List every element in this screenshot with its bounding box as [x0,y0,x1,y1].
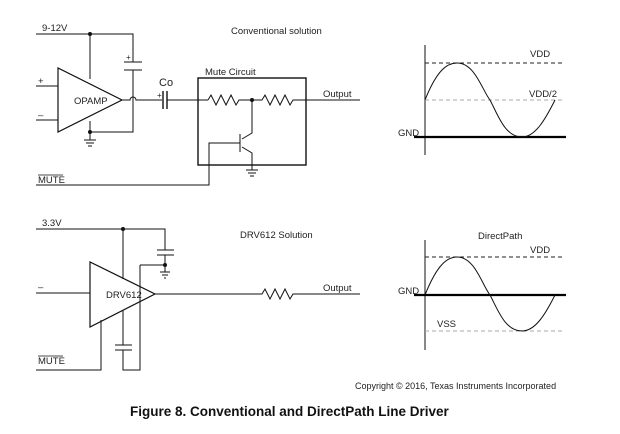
junction-dot [163,263,167,267]
charge-pump-capacitor [157,249,174,256]
drv612-label: DRV612 [106,290,142,301]
flying-capacitor [115,265,141,371]
directpath-title: DRV612 Solution [240,230,313,241]
minus-input-label: – [38,282,44,293]
supply-rail [36,228,166,272]
mute-circuit-label: Mute Circuit [205,67,256,78]
conventional-circuit: 9-12V Conventional solution + OPAMP + – … [36,23,360,186]
vdd-label: VDD [530,245,550,256]
gnd-label: GND [398,128,419,139]
plus-input-label: + [38,76,44,87]
opamp-inputs [36,85,58,121]
directpath-circuit: 3.3V DRV612 Solution DRV612 – Output MUT… [36,218,360,371]
bypass-capacitor [124,61,142,71]
vdd-half-label: VDD/2 [529,89,557,100]
opamp-output-wire [122,96,162,101]
sine-wave [424,256,556,332]
sine-wave [424,62,556,138]
cap-plus-label: + [126,53,131,62]
gnd-label: GND [398,286,419,297]
output-label: Output [323,283,352,294]
vdd-label: VDD [530,49,550,60]
supply-rail [36,33,134,133]
opamp-label: OPAMP [74,96,108,107]
mute-wire [36,142,240,186]
junction-dot [88,130,92,134]
figure-caption: Figure 8. Conventional and DirectPath Li… [130,404,449,419]
waveform-directpath: DirectPath VDD GND VSS [398,231,566,350]
conventional-title: Conventional solution [231,26,322,37]
mute-label: MUTE [38,175,65,186]
directpath-wave-title: DirectPath [478,231,522,242]
output-wire-resistor [155,287,360,301]
copyright: Copyright © 2016, Texas Instruments Inco… [355,381,557,391]
waveform-conventional: VDD VDD/2 GND [398,45,566,155]
supply-label: 9-12V [42,23,68,34]
vss-label: VSS [437,319,456,330]
mute-wire [36,320,102,371]
mute-label: MUTE [38,356,65,367]
opamp-symbol [57,67,124,133]
minus-input-label: – [38,110,44,121]
ground-icon [140,264,170,279]
supply-label: 3.3V [42,218,62,229]
output-label: Output [323,89,352,100]
coupling-capacitor [162,91,168,109]
co-label: Co [159,77,173,89]
co-plus-label: + [157,91,162,100]
resistors [207,93,360,107]
